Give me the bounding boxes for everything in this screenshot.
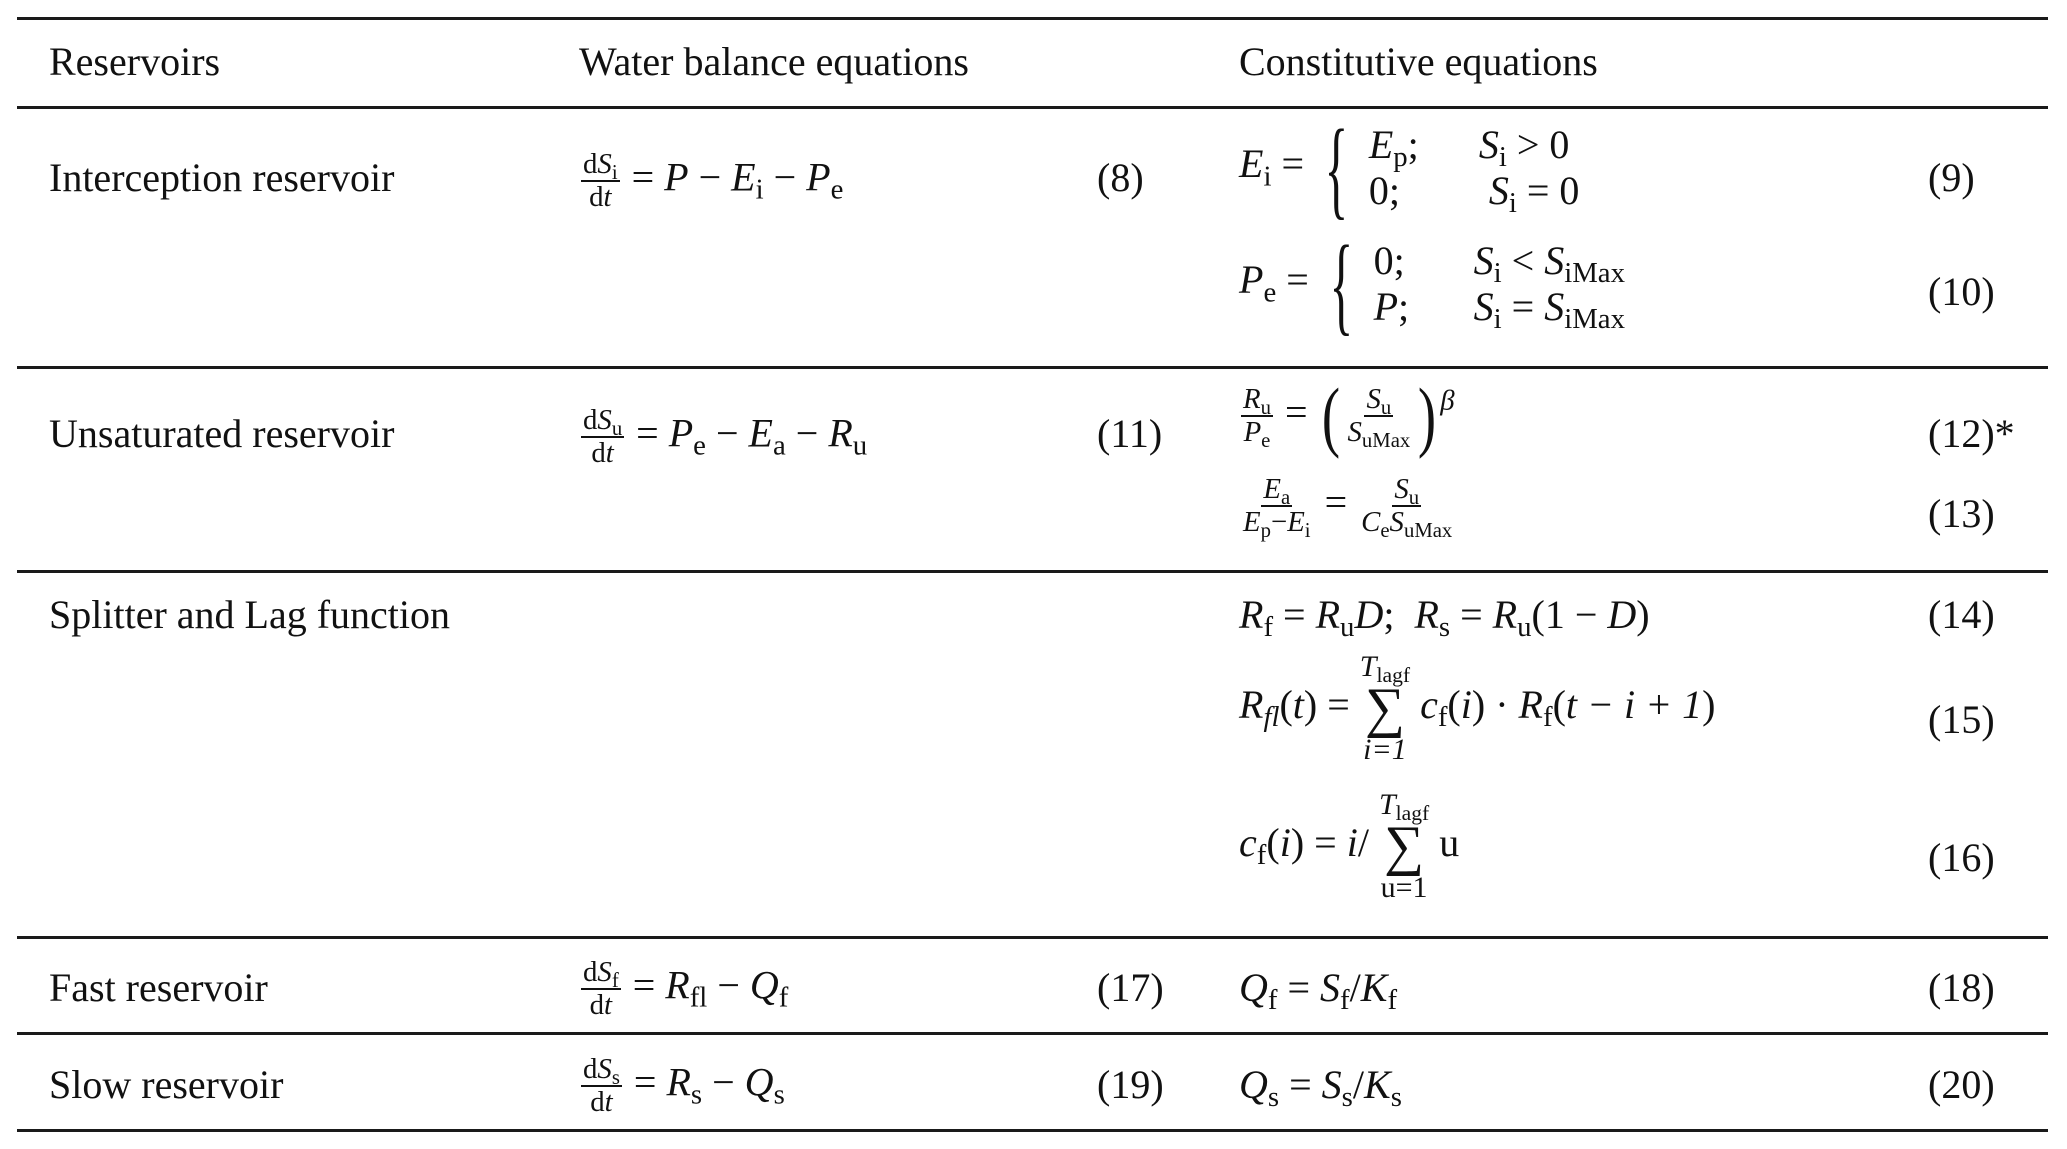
reservoir-fast: Fast reservoir: [49, 965, 268, 1010]
eq-number-19: (19): [1097, 1062, 1164, 1107]
constitutive-eq-10: Pe = { 0;Si < SiMax P;Si = SiMax: [1239, 223, 1625, 345]
header-reservoirs: Reservoirs: [49, 39, 221, 84]
constitutive-eq-18: Qf = Sf/Kf: [1239, 965, 1398, 1017]
row-rule-3: [17, 936, 2048, 939]
constitutive-eq-15: Rfl(t) = Tlagf∑i=1 cf(i) · Rf(t − i + 1): [1239, 650, 1716, 767]
eq-number-14: (14): [1928, 592, 1995, 637]
eq-number-20: (20): [1928, 1062, 1995, 1107]
eq-number-15: (15): [1928, 697, 1995, 742]
row-rule-2: [17, 570, 2048, 573]
eq-number-12: (12)*: [1928, 411, 2015, 456]
reservoir-unsaturated: Unsaturated reservoir: [49, 411, 395, 456]
eq-number-10: (10): [1928, 269, 1995, 314]
reservoir-splitter-lag: Splitter and Lag function: [49, 592, 451, 637]
reservoir-slow: Slow reservoir: [49, 1062, 284, 1107]
header-water-balance: Water balance equations: [579, 39, 969, 84]
header-rule: [17, 106, 2048, 109]
eq-number-16: (16): [1928, 835, 1995, 880]
constitutive-eq-20: Qs = Ss/Ks: [1239, 1062, 1402, 1114]
eq-number-8: (8): [1097, 155, 1144, 200]
eq-number-18: (18): [1928, 965, 1995, 1010]
row-rule-4: [17, 1032, 2048, 1035]
eq-number-13: (13): [1928, 491, 1995, 536]
constitutive-eq-14: Rf = RuD; Rs = Ru(1 − D): [1239, 592, 1650, 644]
eq-number-11: (11): [1097, 411, 1163, 456]
constitutive-eq-16: cf(i) = i/ Tlagf∑u=1 u: [1239, 788, 1460, 905]
row-rule-1: [17, 366, 2048, 369]
top-rule: [17, 17, 2048, 20]
reservoir-interception: Interception reservoir: [49, 155, 395, 200]
bottom-rule: [17, 1129, 2048, 1132]
eq-number-9: (9): [1928, 155, 1975, 200]
constitutive-eq-9: Ei = { Ep;Si > 0 0; Si = 0: [1239, 107, 1580, 229]
eq-number-17: (17): [1097, 965, 1164, 1010]
header-constitutive: Constitutive equations: [1239, 39, 1598, 84]
